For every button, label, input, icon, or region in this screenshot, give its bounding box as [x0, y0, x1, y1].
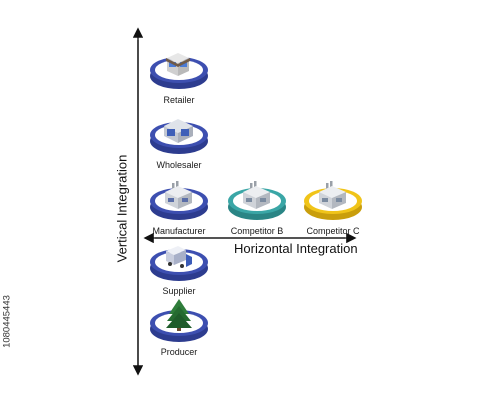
node-producer	[150, 299, 208, 342]
node-retailer	[150, 53, 208, 89]
factory-icon	[243, 181, 270, 209]
supplier-label: Supplier	[162, 286, 196, 296]
producer-label: Producer	[160, 347, 198, 357]
manufacturer-label: Manufacturer	[152, 226, 206, 236]
node-competitor-b	[228, 181, 286, 220]
retail-store-icon	[166, 53, 190, 76]
node-competitor-c	[304, 181, 362, 220]
competitor-b-label: Competitor B	[230, 226, 284, 236]
retailer-label: Retailer	[163, 95, 195, 105]
vertical-axis-label: Vertical Integration	[114, 154, 130, 263]
warehouse-icon	[164, 119, 193, 143]
node-manufacturer	[150, 181, 208, 220]
side-id-text: 1080445443	[1, 295, 13, 348]
node-wholesaler	[150, 119, 208, 154]
factory-icon	[165, 181, 192, 209]
competitor-c-label: Competitor C	[306, 226, 360, 236]
factory-icon	[319, 181, 346, 209]
node-supplier	[150, 246, 208, 281]
horizontal-axis-label: Horizontal Integration	[234, 241, 358, 256]
delivery-truck-icon	[166, 246, 192, 268]
wholesaler-label: Wholesaler	[156, 160, 202, 170]
pine-tree-icon	[166, 299, 192, 331]
